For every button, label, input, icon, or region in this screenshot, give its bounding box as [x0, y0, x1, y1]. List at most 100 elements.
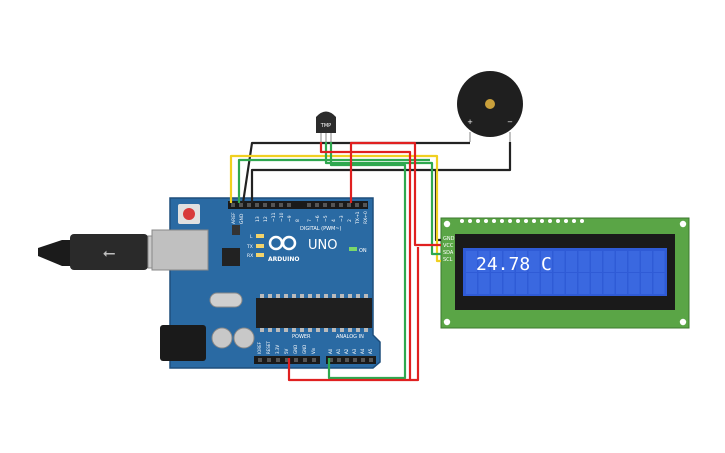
- pin-label-2: 2: [347, 219, 353, 222]
- lcd-cell: [516, 251, 527, 272]
- lcd-cell: [478, 273, 490, 294]
- wire-green-sensor-a0: [327, 142, 407, 380]
- wire-yellow-scl: [229, 154, 441, 263]
- wire-red-buzzer-vcc: [349, 141, 441, 247]
- pin-label-11: ~11: [271, 212, 277, 222]
- power-pin-3v3: 3.3V: [275, 345, 280, 354]
- power-pin-gnd1: GND: [293, 345, 298, 354]
- wires: [229, 141, 512, 382]
- analog-label: ANALOG IN: [336, 334, 364, 340]
- pin-label-aref: AREF: [231, 212, 237, 224]
- lcd-module: GND VCC SDA SCL 24.78 C: [440, 217, 690, 329]
- lcd-cell: [628, 273, 640, 294]
- lcd-cell: [491, 273, 502, 294]
- lcd-pin-vcc: VCC: [443, 243, 454, 249]
- analog-header: [326, 356, 376, 364]
- pin-label-13: 13: [255, 216, 261, 222]
- pin-label-1: TX→1: [355, 211, 361, 225]
- lcd-cell: [578, 273, 590, 294]
- lcd-cell: [466, 273, 477, 294]
- pin-label-7: 7: [307, 219, 313, 222]
- pin-label-3: ~3: [339, 215, 345, 222]
- lcd-text: 24.78 C: [476, 254, 552, 275]
- power-pin-ioref: IOREF: [257, 341, 262, 354]
- lcd-cell: [566, 251, 577, 272]
- power-pin-vin: Vin: [311, 347, 316, 354]
- lcd-cell: [503, 273, 515, 294]
- arduino-board: L TX RX UNO ARDUINO ON AREF GND 13 12 ~1…: [151, 197, 381, 369]
- pin-label-6: ~6: [315, 215, 321, 222]
- board-model: UNO: [308, 238, 337, 253]
- lcd-cell: [541, 273, 552, 294]
- lcd-cell: [491, 251, 502, 272]
- temperature-sensor: TMP: [316, 111, 336, 142]
- analog-pin-a2: A2: [344, 348, 349, 354]
- power-pin-5v: 5V: [284, 348, 289, 354]
- mcu-chip: [256, 298, 372, 328]
- led-label-tx: TX: [246, 244, 253, 250]
- lcd-cell: [616, 273, 627, 294]
- wire-black-board-gnd: [250, 168, 436, 203]
- lcd-cell: [641, 273, 652, 294]
- analog-pin-a1: A1: [336, 348, 341, 354]
- lcd-cell: [528, 251, 540, 272]
- lcd-pin-scl: SCL: [443, 257, 453, 263]
- lcd-cell: [528, 273, 540, 294]
- lcd-cell: [466, 251, 477, 272]
- pin-label-4: 4: [331, 219, 337, 222]
- lcd-cell: [603, 251, 615, 272]
- pin-label-12: 12: [263, 216, 269, 222]
- led-label-rx: RX: [247, 253, 253, 259]
- analog-pin-a4: A4: [360, 348, 365, 354]
- lcd-cell: [591, 273, 602, 294]
- lcd-pin-sda: SDA: [443, 250, 454, 256]
- arduino-logo-icon: [268, 235, 297, 251]
- pin-label-0: RX←0: [363, 211, 369, 224]
- lcd-cell: [541, 251, 552, 272]
- wire-red-5v: [287, 142, 412, 382]
- piezo-buzzer: + −: [457, 71, 523, 142]
- lcd-cell: [603, 273, 615, 294]
- power-pin-reset: RESET: [266, 341, 271, 354]
- lcd-cell: [616, 251, 627, 272]
- lcd-cell: [653, 251, 665, 272]
- pin-label-gnd: GND: [239, 213, 245, 224]
- buzzer-plus-label: +: [467, 118, 473, 126]
- wire-green-sda: [324, 142, 441, 256]
- lcd-cell: [516, 273, 527, 294]
- board-logo-text: ARDUINO: [268, 256, 299, 263]
- usb-icon: ⭠: [103, 243, 116, 262]
- lcd-cell: [653, 273, 665, 294]
- lcd-cell: [641, 251, 652, 272]
- power-jack: [160, 325, 206, 361]
- lcd-cell: [628, 251, 640, 272]
- lcd-cell: [553, 273, 565, 294]
- power-pin-gnd2: GND: [302, 345, 307, 354]
- analog-pin-a5: A5: [368, 348, 373, 354]
- lcd-cell: [553, 251, 565, 272]
- digital-header: [228, 201, 368, 209]
- pin-label-10: ~10: [279, 212, 285, 222]
- pin-label-8: 8: [295, 219, 301, 222]
- lcd-cells: [466, 251, 665, 294]
- on-label: ON: [359, 248, 367, 254]
- lcd-cell: [503, 251, 515, 272]
- digital-label: DIGITAL (PWM~): [300, 226, 342, 232]
- usb-socket: [151, 229, 209, 271]
- lcd-cell: [591, 251, 602, 272]
- wire-red-lcd-vcc: [410, 247, 420, 382]
- pin-label-9: ~9: [287, 215, 293, 222]
- power-label: POWER: [292, 334, 311, 340]
- led-label-l: L: [250, 234, 253, 240]
- sensor-label: TMP: [320, 123, 331, 129]
- pin-label-5: ~5: [323, 215, 329, 222]
- lcd-cell: [566, 273, 577, 294]
- lcd-cell: [578, 251, 590, 272]
- buzzer-minus-label: −: [507, 118, 513, 126]
- wire-green-a0-top: [237, 158, 430, 203]
- lcd-cell: [478, 251, 490, 272]
- reset-button[interactable]: [183, 208, 195, 220]
- analog-pin-a3: A3: [352, 348, 357, 354]
- analog-pin-a0: A0: [328, 348, 333, 354]
